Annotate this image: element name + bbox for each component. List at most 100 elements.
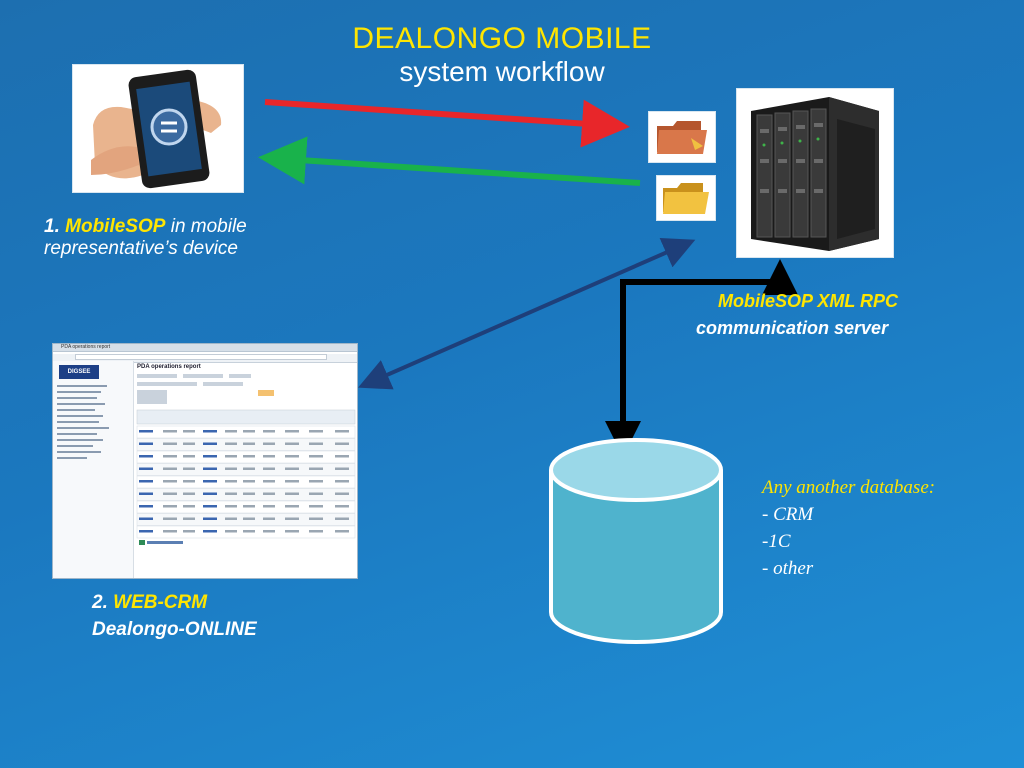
table-cell xyxy=(203,492,217,495)
table-cell xyxy=(243,442,255,445)
arrow-green-to-device xyxy=(258,136,641,186)
table-cell xyxy=(285,517,299,520)
table-cell xyxy=(335,430,349,433)
table-cell xyxy=(225,455,237,458)
table-cell xyxy=(183,455,195,458)
table-cell xyxy=(243,455,255,458)
table-cell xyxy=(309,517,323,520)
arrow-red-to-server xyxy=(264,99,630,148)
table-cell xyxy=(163,517,177,520)
table-cell xyxy=(225,505,237,508)
table-cell xyxy=(309,455,323,458)
table-cell xyxy=(285,505,299,508)
table-cell xyxy=(203,455,217,458)
table-cell xyxy=(139,467,153,470)
table-cell xyxy=(225,442,237,445)
server-label: MobileSOP XML RPC communication server xyxy=(690,288,990,342)
title-line2: system workflow xyxy=(399,56,605,87)
table-cell xyxy=(243,530,255,533)
database-label: Any another database: - CRM -1C - other xyxy=(762,474,1012,582)
table-cell xyxy=(183,492,195,495)
table-cell xyxy=(263,442,275,445)
table-cell xyxy=(203,530,217,533)
table-cell xyxy=(309,430,323,433)
table-cell xyxy=(225,517,237,520)
webcrm-desc: Dealongo-ONLINE xyxy=(92,619,257,640)
table-cell xyxy=(163,505,177,508)
table-cell xyxy=(285,455,299,458)
table-cell xyxy=(335,480,349,483)
server-name: MobileSOP XML RPC xyxy=(718,291,899,311)
table-cell xyxy=(163,455,177,458)
folder-icon xyxy=(657,121,707,154)
server-photo xyxy=(736,88,894,258)
database-item-crm: - CRM xyxy=(762,504,814,525)
table-cell xyxy=(263,480,275,483)
mobile-label: 1. MobileSOP in mobile representative’s … xyxy=(44,216,344,260)
table-cell xyxy=(163,480,177,483)
table-cell xyxy=(183,505,195,508)
table-cell xyxy=(243,430,255,433)
table-cell xyxy=(285,530,299,533)
browser-tab: PDA operations report xyxy=(61,344,111,350)
table-cell xyxy=(139,517,153,520)
table-cell xyxy=(203,480,217,483)
table-cell xyxy=(139,430,153,433)
database-item-other: - other xyxy=(762,558,814,579)
table-cell xyxy=(139,442,153,445)
phone-in-hand-icon xyxy=(91,69,222,189)
table-cell xyxy=(263,505,275,508)
web-crm-screenshot: PDA operations report DIGSEE xyxy=(52,343,358,579)
table-cell xyxy=(203,467,217,470)
table-cell xyxy=(309,480,323,483)
table-cell xyxy=(335,530,349,533)
webcrm-label: 2. WEB-CRM Dealongo-ONLINE xyxy=(92,589,392,643)
table-cell xyxy=(225,492,237,495)
table-cell xyxy=(243,517,255,520)
table-cell xyxy=(335,492,349,495)
table-cell xyxy=(139,492,153,495)
table-cell xyxy=(163,530,177,533)
table-cell xyxy=(225,430,237,433)
table-cell xyxy=(263,455,275,458)
mobile-desc-line2: representative’s device xyxy=(44,238,238,259)
mobile-device-photo xyxy=(72,64,244,193)
table-cell xyxy=(243,467,255,470)
table-cell xyxy=(163,492,177,495)
table-cell xyxy=(243,480,255,483)
crm-report-table xyxy=(136,374,356,545)
table-cell xyxy=(309,492,323,495)
browser-address-bar xyxy=(53,354,357,363)
table-cell xyxy=(183,530,195,533)
table-cell xyxy=(139,480,153,483)
connector-db-server xyxy=(605,259,798,457)
table-cell xyxy=(203,430,217,433)
table-cell xyxy=(183,517,195,520)
mobile-number: 1. xyxy=(44,216,60,237)
table-cell xyxy=(263,467,275,470)
table-cell xyxy=(335,455,349,458)
server-desc: communication server xyxy=(696,318,889,338)
table-cell xyxy=(139,455,153,458)
database-item-1c: -1C xyxy=(762,531,791,552)
table-cell xyxy=(285,467,299,470)
table-cell xyxy=(163,430,177,433)
database-heading: Any another database: xyxy=(762,477,936,498)
table-cell xyxy=(139,505,153,508)
webcrm-name: WEB-CRM xyxy=(113,592,208,613)
title-line1: DEALONGO MOBILE xyxy=(352,22,652,55)
table-cell xyxy=(183,442,195,445)
browser-tab-bar: PDA operations report xyxy=(53,344,357,352)
table-cell xyxy=(309,530,323,533)
table-cell xyxy=(285,430,299,433)
table-cell xyxy=(285,480,299,483)
table-cell xyxy=(335,442,349,445)
crm-logo: DIGSEE xyxy=(59,365,99,379)
table-cell xyxy=(335,505,349,508)
table-cell xyxy=(309,467,323,470)
table-cell xyxy=(263,430,275,433)
table-cell xyxy=(263,492,275,495)
mobile-name: MobileSOP xyxy=(65,216,166,237)
